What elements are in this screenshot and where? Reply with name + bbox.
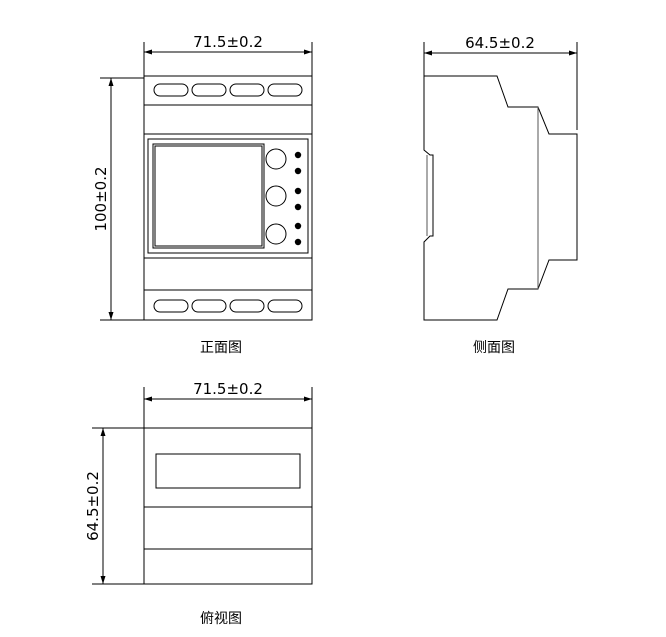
top-width-label: 71.5±0.2 bbox=[193, 380, 263, 398]
top-view-caption: 俯视图 bbox=[200, 611, 242, 627]
front-width-dimension: 71.5±0.2 bbox=[143, 33, 313, 76]
front-bottom-terminals bbox=[153, 299, 303, 313]
front-height-dimension: 100±0.2 bbox=[92, 77, 144, 321]
front-height-label: 100±0.2 bbox=[92, 166, 110, 231]
button-3 bbox=[265, 223, 287, 245]
side-depth-label: 64.5±0.2 bbox=[465, 34, 535, 52]
side-view-caption: 侧面图 bbox=[473, 340, 515, 356]
top-width-dimension: 71.5±0.2 bbox=[143, 380, 313, 428]
side-depth-dimension: 64.5±0.2 bbox=[423, 34, 578, 130]
top-depth-dimension: 64.5±0.2 bbox=[84, 427, 144, 585]
front-view: 71.5±0.2 100±0.2 bbox=[92, 33, 313, 356]
side-profile-outline bbox=[423, 75, 578, 321]
top-window bbox=[155, 453, 301, 489]
top-depth-label: 64.5±0.2 bbox=[84, 471, 102, 541]
button-1 bbox=[265, 148, 287, 170]
lcd-screen bbox=[154, 145, 263, 247]
front-view-caption: 正面图 bbox=[200, 340, 242, 356]
front-panel bbox=[147, 138, 309, 254]
front-top-terminals bbox=[153, 83, 303, 97]
button-2 bbox=[265, 185, 287, 207]
front-body-outline bbox=[143, 75, 313, 321]
top-body-outline bbox=[143, 427, 313, 585]
indicator-leds bbox=[294, 151, 302, 246]
side-view: 64.5±0.2 侧面图 bbox=[423, 34, 578, 356]
front-width-label: 71.5±0.2 bbox=[193, 33, 263, 51]
top-view: 71.5±0.2 64.5±0.2 俯视图 bbox=[84, 380, 313, 627]
